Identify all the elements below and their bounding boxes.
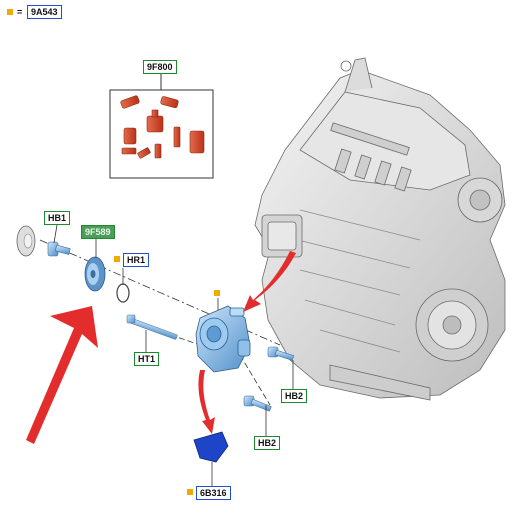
hb2-top-bolt: [267, 346, 295, 361]
label-hb1[interactable]: HB1: [44, 211, 71, 225]
pulley-washer: [16, 225, 36, 257]
stud-ht1: [126, 314, 178, 340]
hb2-axis: [239, 354, 271, 406]
cover-marker: [187, 489, 193, 495]
label-9f589[interactable]: 9F589: [81, 225, 115, 239]
label-hb2-bottom[interactable]: HB2: [254, 436, 281, 450]
legend-code-label[interactable]: 9A543: [27, 5, 62, 19]
hr1-marker: [114, 256, 120, 262]
kit-parts: [120, 95, 205, 159]
pump-marker: [214, 290, 220, 296]
assembly-axis: [39, 239, 281, 346]
label-hb2-top[interactable]: HB2: [281, 389, 308, 403]
label-ht1[interactable]: HT1: [134, 352, 160, 366]
kit-label-9f800[interactable]: 9F800: [143, 60, 177, 74]
cover-6b316: [193, 431, 229, 463]
leader-lines: [53, 224, 294, 486]
hb1-bolt: [47, 241, 71, 257]
hb2-bottom-bolt: [243, 395, 272, 412]
oring-hr1: [116, 283, 130, 303]
label-6b316[interactable]: 6B316: [196, 486, 231, 500]
vacuum-pump: [195, 305, 251, 373]
gear-9f589: [84, 256, 106, 292]
legend-equals: =: [17, 7, 23, 17]
install-direction-arrows: [26, 251, 296, 444]
label-hr1[interactable]: HR1: [123, 253, 150, 267]
legend-marker: [7, 9, 13, 15]
engine-illustration: [254, 57, 506, 401]
